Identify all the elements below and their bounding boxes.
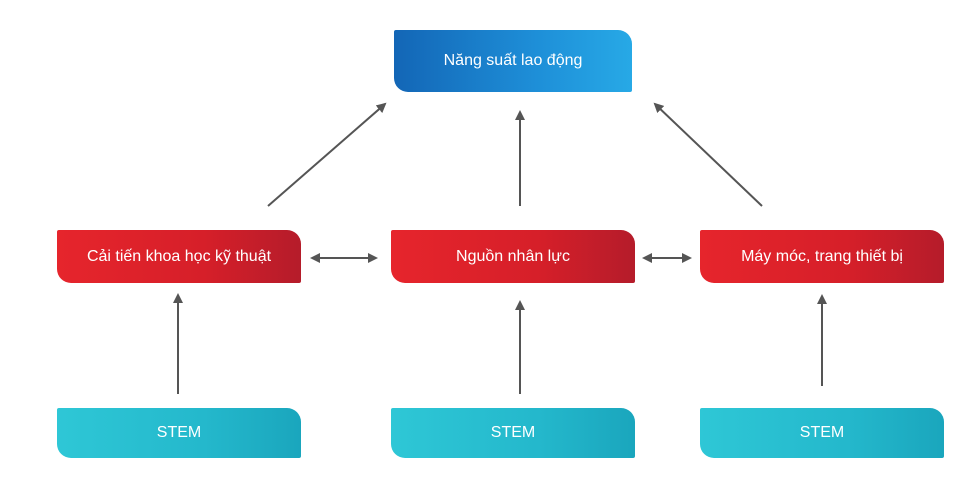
node-label: STEM (799, 424, 845, 441)
node-human-resources: Nguồn nhân lực (391, 230, 635, 283)
arrow-right-to-top (653, 102, 763, 207)
arrow-left-to-top (267, 102, 387, 207)
node-label: Năng suất lao động (443, 52, 583, 69)
node-label: Máy móc, trang thiết bị (741, 247, 903, 265)
node-labor-productivity: Năng suất lao động (394, 30, 632, 92)
node-stem-1: STEM (57, 408, 301, 458)
node-label: Cải tiến khoa học kỹ thuật (86, 247, 272, 265)
node-machinery-equipment: Máy móc, trang thiết bị (700, 230, 944, 283)
node-label: STEM (156, 424, 202, 441)
node-label: STEM (490, 424, 536, 441)
node-stem-3: STEM (700, 408, 944, 458)
node-science-tech-improvement: Cải tiến khoa học kỹ thuật (57, 230, 301, 283)
node-label: Nguồn nhân lực (456, 247, 570, 265)
node-stem-2: STEM (391, 408, 635, 458)
